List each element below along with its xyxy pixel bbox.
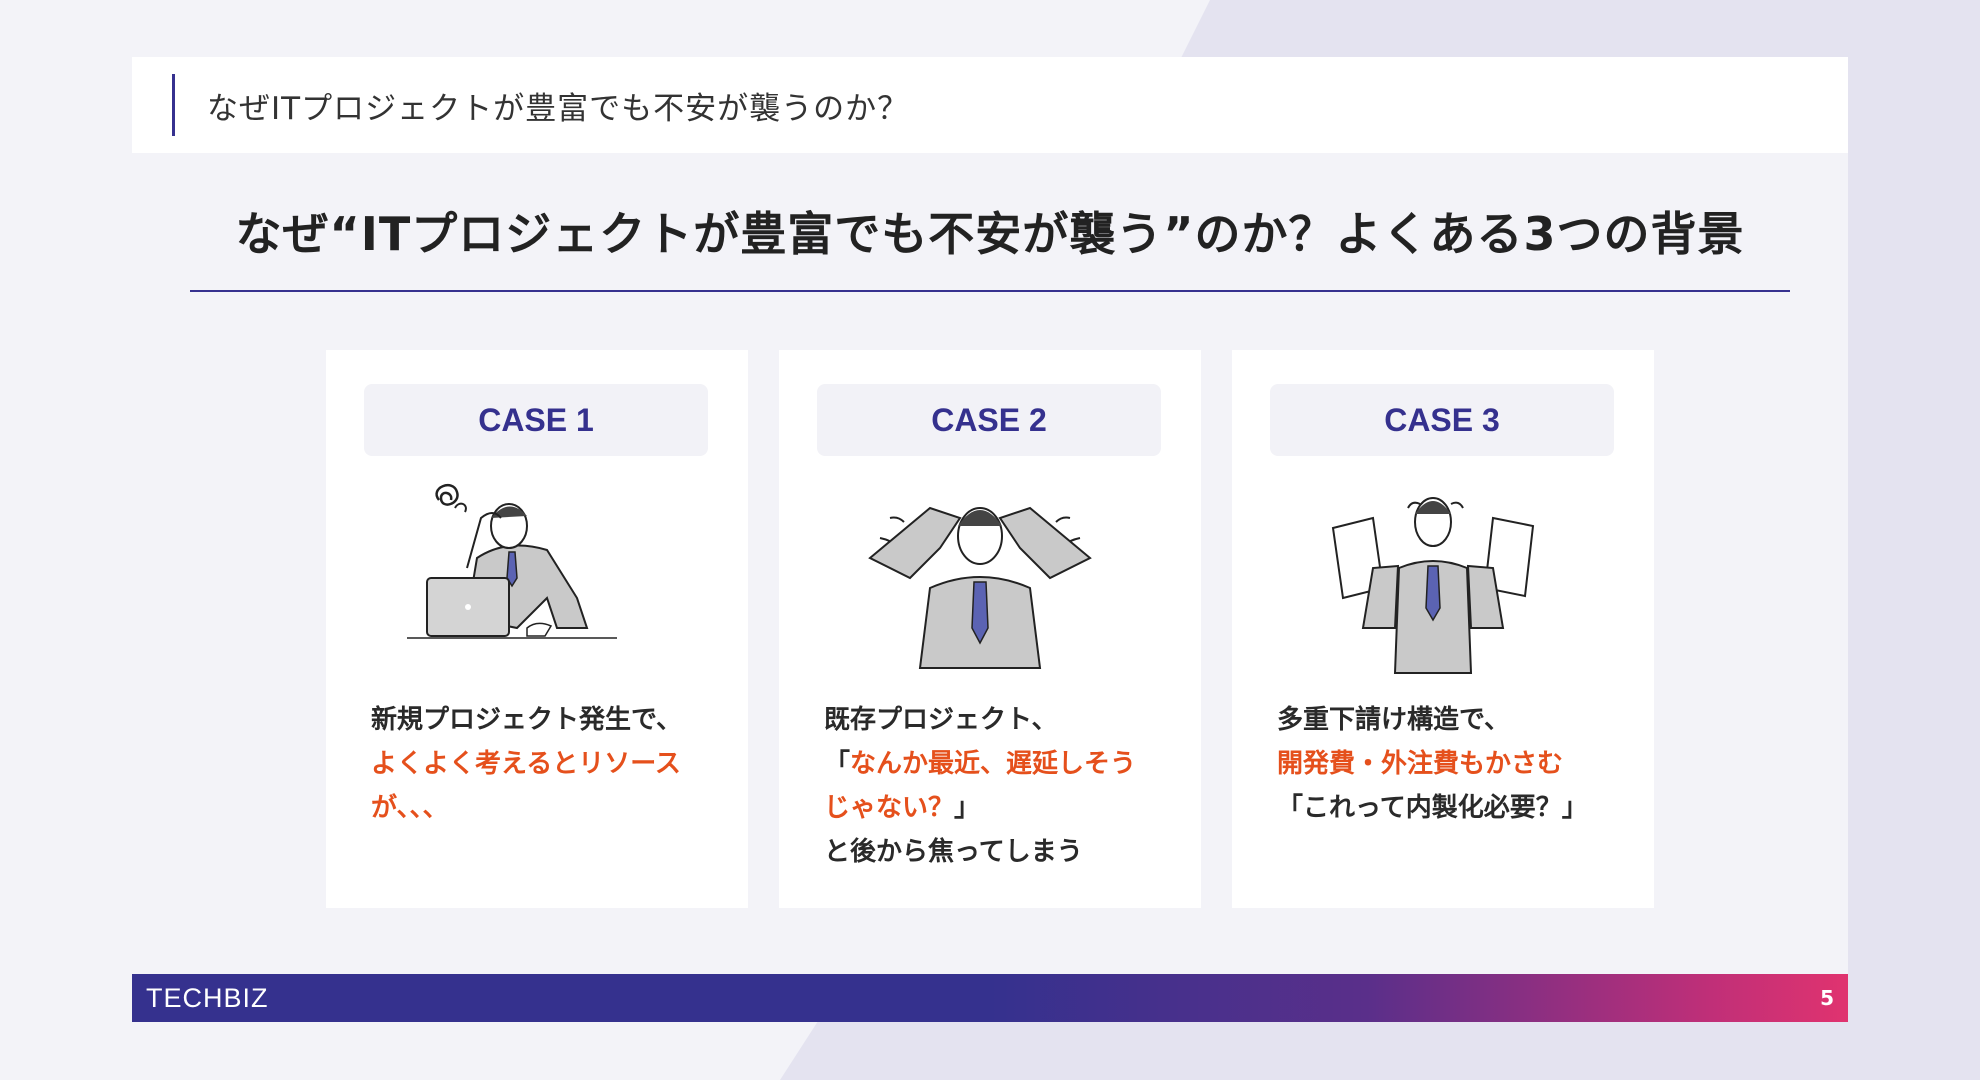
case-label: CASE 3	[1270, 384, 1614, 456]
background-decoration-top	[1180, 0, 1980, 60]
page-number: 5	[1820, 986, 1834, 1010]
footer-brand: TECHBIZ	[146, 982, 269, 1013]
title-divider	[190, 290, 1790, 292]
case-card-2: CASE 2 既存プロジェクト、 「なんか最近、遅延しそう じゃない？」 と後か…	[779, 350, 1201, 908]
case-label: CASE 2	[817, 384, 1161, 456]
case-text-highlight: じゃない？	[824, 793, 955, 823]
case-text-line: 新規プロジェクト発生で、	[371, 705, 682, 735]
case-text-line: 既存プロジェクト、	[824, 705, 1058, 735]
background-decoration-bottom	[780, 1018, 1980, 1080]
header-accent-line	[172, 74, 175, 136]
case-text-highlight: よくよく考えるとリソース	[371, 749, 681, 779]
case-text-line: と後から焦ってしまう	[824, 837, 1083, 867]
footer-bar: TECHBIZ 5	[132, 974, 1848, 1022]
case-text-line: 「これって内製化必要？」	[1277, 793, 1588, 823]
confused-man-documents-icon	[1331, 497, 1535, 674]
case-description: 既存プロジェクト、 「なんか最近、遅延しそう じゃない？」 と後から焦ってしまう	[824, 698, 1184, 874]
case-card-1: CASE 1 新規プロジェクト発生で、 よくよく考えるとリソース が	[326, 350, 748, 908]
header-bar: なぜITプロジェクトが豊富でも不安が襲うのか？	[132, 57, 1848, 153]
case-text-line: 多重下請け構造で、	[1277, 705, 1510, 735]
stressed-man-laptop-icon	[407, 483, 617, 639]
quote-close: 」	[954, 793, 981, 823]
case-text-highlight: が、、、	[371, 793, 449, 823]
background-decoration-right	[1848, 0, 1980, 1080]
quote-open: 「	[824, 749, 851, 779]
case-text-line: じゃない？」	[824, 786, 1184, 830]
case-label: CASE 1	[364, 384, 708, 456]
case-description: 多重下請け構造で、 開発費・外注費もかさむ 「これって内製化必要？」	[1277, 698, 1637, 830]
case-text-highlight: なんか最近、遅延しそう	[850, 749, 1137, 779]
page-title: なぜ“ITプロジェクトが豊富でも不安が襲う”のか？よくある3つの背景	[235, 207, 1745, 261]
case-text-line: 「なんか最近、遅延しそう	[824, 742, 1184, 786]
header-title: なぜITプロジェクトが豊富でも不安が襲うのか？	[207, 90, 910, 127]
case-text-highlight: 開発費・外注費もかさむ	[1277, 749, 1564, 779]
panicking-man-icon	[868, 506, 1092, 669]
case-card-3: CASE 3 多重下請け構造で、 開発費・外注費もかさむ 「これって内製化必要？…	[1232, 350, 1654, 908]
case-description: 新規プロジェクト発生で、 よくよく考えるとリソース が、、、	[371, 698, 731, 830]
